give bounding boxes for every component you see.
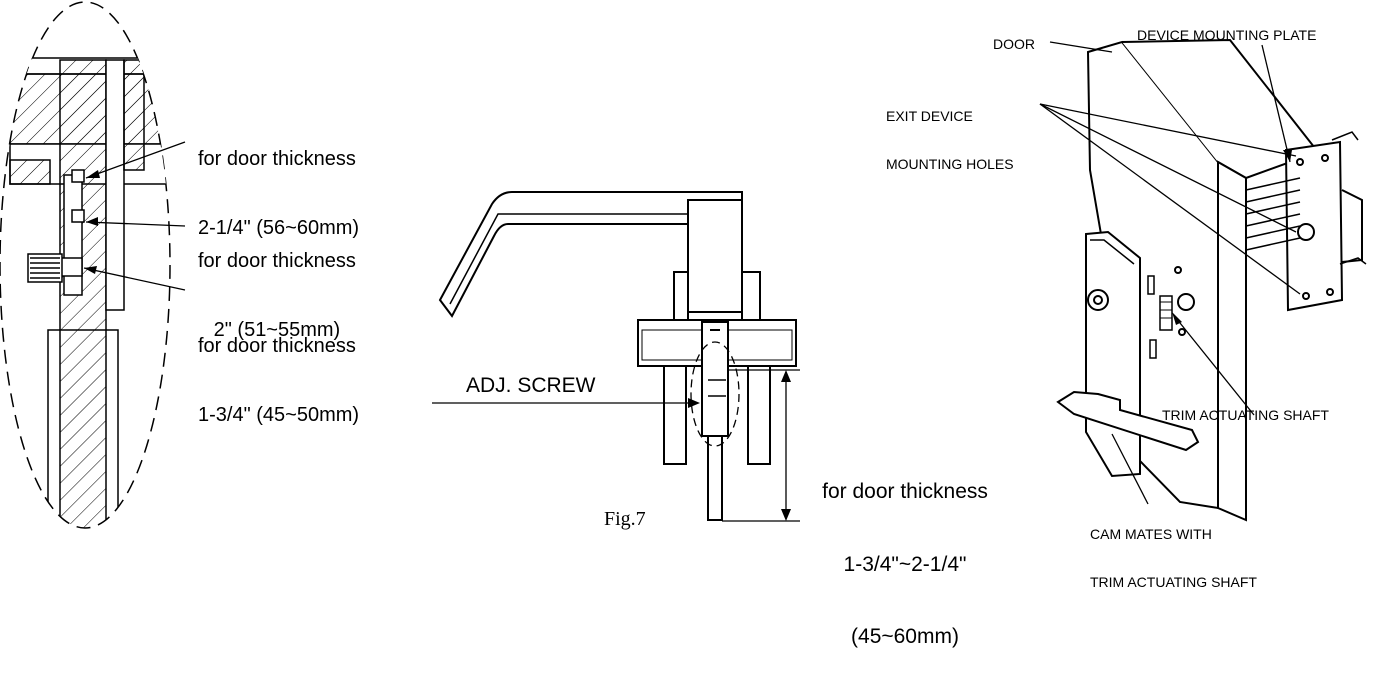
thickness-label-2-1-4: for door thickness 2-1/4" (56~60mm) <box>198 102 359 263</box>
lever-drawing <box>432 191 800 522</box>
door-label: DOOR <box>993 36 1035 52</box>
thickness-label-1-3-4: for door thickness 1-3/4" (45~50mm) <box>198 289 359 450</box>
label-line: 2-1/4" (56~60mm) <box>198 217 360 239</box>
label-line: (45~60mm) <box>851 625 959 649</box>
label-line: MOUNTING HOLES <box>886 156 1014 173</box>
device-mounting-plate-label: DEVICE MOUNTING PLATE <box>1137 27 1317 43</box>
label-line: TRIM ACTUATING SHAFT <box>1090 574 1257 591</box>
adj-screw-label: ADJ. SCREW <box>466 374 596 397</box>
exit-device-holes-label: EXIT DEVICE MOUNTING HOLES <box>886 76 1014 189</box>
thickness-label-2: for door thickness 2" (51~55mm) <box>198 204 356 365</box>
label-line: for door thickness <box>822 480 988 504</box>
label-line: EXIT DEVICE <box>886 108 973 125</box>
door-thickness-range-label: for door thickness 1-3/4"~2-1/4" (45~60m… <box>800 432 1010 673</box>
section-detail-drawing <box>0 1 186 529</box>
label-line: CAM MATES WITH <box>1090 526 1212 543</box>
label-line: for door thickness <box>198 250 356 272</box>
installation-diagram <box>0 1 1367 529</box>
label-line: 1-3/4" (45~50mm) <box>198 404 360 426</box>
label-line: for door thickness <box>198 335 356 357</box>
figure-number: Fig.7 <box>604 508 646 530</box>
door-assembly-drawing <box>1039 38 1367 522</box>
trim-actuating-shaft-label: TRIM ACTUATING SHAFT <box>1162 407 1329 423</box>
label-line: 1-3/4"~2-1/4" <box>843 552 967 576</box>
cam-mates-label: CAM MATES WITH TRIM ACTUATING SHAFT <box>1090 494 1257 607</box>
label-line: 2" (51~55mm) <box>213 319 341 341</box>
label-line: for door thickness <box>198 148 356 170</box>
